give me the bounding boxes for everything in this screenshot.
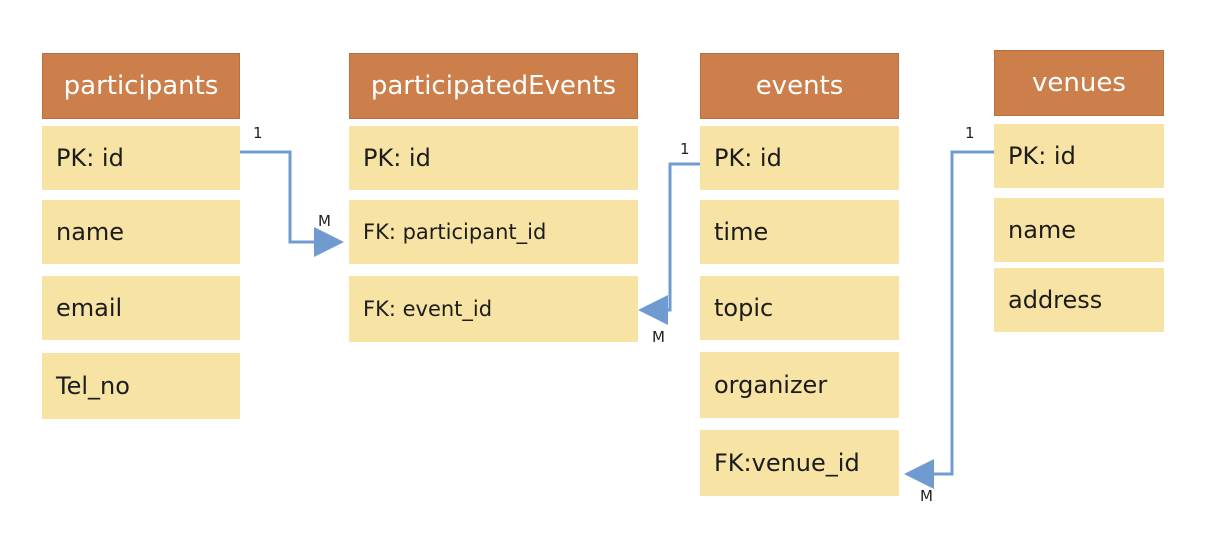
field-venues-address: address — [994, 268, 1164, 332]
table-header-participants: participants — [42, 53, 240, 119]
participants-to-participatedevents-line — [240, 150, 344, 257]
field-events-time: time — [700, 200, 899, 264]
field-participatedevents-participant-id: FK: participant_id — [349, 200, 638, 264]
cardinality-many-label: M — [920, 487, 933, 505]
field-events-id: PK: id — [700, 126, 899, 190]
field-events-organizer: organizer — [700, 352, 899, 418]
field-events-venue-id: FK:venue_id — [700, 430, 899, 496]
field-venues-id: PK: id — [994, 124, 1164, 188]
cardinality-many-label: M — [652, 328, 665, 346]
field-participants-tel: Tel_no — [42, 353, 240, 419]
venues-to-events-line — [904, 150, 994, 489]
cardinality-many-label: M — [318, 212, 331, 230]
events-to-participatedevents-line — [638, 162, 700, 325]
table-header-venues: venues — [994, 50, 1164, 116]
field-participants-email: email — [42, 276, 240, 340]
field-participants-name: name — [42, 200, 240, 264]
cardinality-one-label: 1 — [965, 124, 975, 142]
field-participants-id: PK: id — [42, 126, 240, 190]
field-venues-name: name — [994, 198, 1164, 262]
table-header-participatedevents: participatedEvents — [349, 53, 638, 119]
cardinality-one-label: 1 — [680, 140, 690, 158]
field-events-topic: topic — [700, 276, 899, 340]
field-participatedevents-event-id: FK: event_id — [349, 276, 638, 342]
table-header-events: events — [700, 53, 899, 119]
field-participatedevents-id: PK: id — [349, 126, 638, 190]
cardinality-one-label: 1 — [253, 124, 263, 142]
